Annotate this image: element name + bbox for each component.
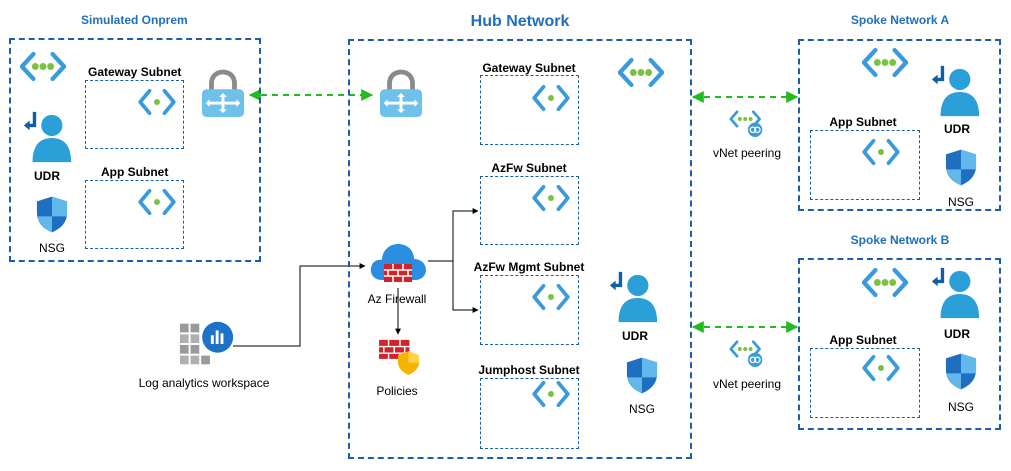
hub-jumphost-subnet-label: Jumphost Subnet <box>478 363 580 377</box>
spoke-a-network-box <box>798 39 1001 211</box>
spoke-b-network-box <box>798 258 1001 430</box>
hub-azfw-subnet-label: AzFw Subnet <box>491 161 567 175</box>
onprem-network-box <box>9 38 261 262</box>
spoke-a-udr-label: UDR <box>944 122 970 136</box>
onprem-vpn-gateway-icon <box>200 69 246 119</box>
hub-gateway-subnet-label: Gateway Subnet <box>482 61 576 75</box>
hub-nsg-label: NSG <box>628 402 656 416</box>
azure-firewall-label: Az Firewall <box>367 292 427 306</box>
spoke-b-title: Spoke Network B <box>850 233 950 247</box>
peering-a-label: vNet peering <box>712 146 782 160</box>
spoke-b-app-subnet-box <box>810 348 920 418</box>
spoke-a-vnet-icon <box>862 47 908 78</box>
onprem-gateway-subnet-label: Gateway Subnet <box>88 65 182 79</box>
spoke-b-nsg-label: NSG <box>947 400 975 414</box>
onprem-nsg-icon <box>36 195 68 234</box>
onprem-vnet-icon <box>20 51 66 82</box>
onprem-gateway-subnet-box <box>85 80 184 149</box>
spoke-b-udr-icon <box>930 266 980 320</box>
spoke-a-app-subnet-label: App Subnet <box>829 115 897 129</box>
hub-vpn-gateway-icon <box>378 69 424 119</box>
hub-jumphost-subnet-box <box>480 378 579 449</box>
peering-b-label: vNet peering <box>712 377 782 391</box>
onprem-nsg-label: NSG <box>38 241 66 255</box>
hub-azfw-mgmt-subnet-icon <box>531 283 571 311</box>
spoke-b-app-subnet-label: App Subnet <box>829 333 897 347</box>
hub-azfw-subnet-box <box>480 176 579 245</box>
hub-udr-icon <box>608 270 658 324</box>
hub-gateway-subnet-icon <box>531 84 571 112</box>
onprem-gateway-subnet-icon <box>137 88 177 116</box>
spoke-a-app-subnet-icon <box>861 138 901 166</box>
hub-title: Hub Network <box>470 13 570 30</box>
log-analytics-label: Log analytics workspace <box>138 376 270 390</box>
spoke-a-nsg-label: NSG <box>947 195 975 209</box>
hub-network-box <box>348 39 692 459</box>
hub-udr-label: UDR <box>622 329 648 343</box>
spoke-b-nsg-icon <box>945 352 977 391</box>
hub-nsg-icon <box>626 356 658 395</box>
spoke-a-nsg-icon <box>945 148 977 187</box>
firewall-policies-label: Policies <box>376 384 418 398</box>
spoke-a-udr-icon <box>930 64 980 118</box>
firewall-policies-icon <box>376 338 422 376</box>
log-analytics-to-firewall-link <box>233 263 366 347</box>
peering-a-icon <box>729 109 765 138</box>
hub-vnet-icon <box>618 57 664 88</box>
hub-azfw-mgmt-subnet-box <box>480 275 579 345</box>
log-analytics-icon <box>178 319 236 369</box>
hub-azfw-subnet-icon <box>531 184 571 212</box>
azure-firewall-icon <box>368 240 428 284</box>
onprem-udr-icon <box>22 110 72 164</box>
peering-b-icon <box>729 339 765 368</box>
spoke-a-title: Spoke Network A <box>850 13 950 27</box>
spoke-b-vnet-icon <box>862 267 908 298</box>
onprem-app-subnet-box <box>85 180 184 249</box>
onprem-app-subnet-icon <box>137 188 177 216</box>
hub-azfw-mgmt-subnet-label: AzFw Mgmt Subnet <box>473 260 585 274</box>
spoke-a-app-subnet-box <box>810 130 920 200</box>
hub-jumphost-subnet-icon <box>531 380 571 408</box>
spoke-b-app-subnet-icon <box>861 354 901 382</box>
spoke-b-udr-label: UDR <box>944 327 970 341</box>
onprem-title: Simulated Onprem <box>81 13 188 27</box>
hub-gateway-subnet-box <box>480 75 579 145</box>
onprem-udr-label: UDR <box>34 169 60 183</box>
firewall-to-azfw-mgmt-subnet-link <box>428 260 479 313</box>
onprem-app-subnet-label: App Subnet <box>101 165 169 179</box>
